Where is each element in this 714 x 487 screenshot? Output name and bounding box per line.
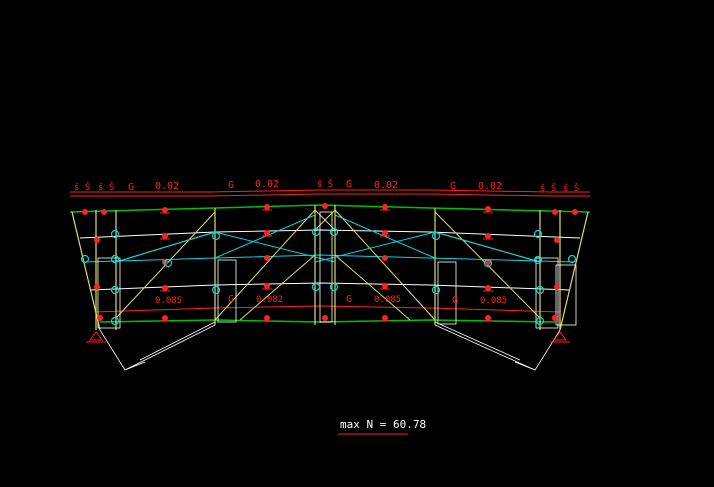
top-label-10: G [450,181,456,192]
lower-label-4: G [346,294,352,305]
top-chord [69,204,591,213]
top-labels: š Š š Š G 0.02 G 0.02 š Š G 0.02 G 0.02 … [74,178,579,194]
top-label-9: 0.02 [374,180,398,191]
lower-label-2: G [228,294,234,305]
support-left [86,331,106,343]
top-label-3: G [128,182,134,193]
lower-label-6: G [452,295,458,306]
hinge-nodes [80,227,577,326]
lower-labels: 0.085 G 0.082 G 0.085 G 0.085 [155,294,507,306]
verticals [71,205,589,331]
lower-label-7: 0.085 [480,296,507,306]
top-label-12: š Š [540,182,556,194]
lower-label-5: 0.085 [374,295,401,305]
bottom-load-line [94,305,561,313]
top-label-1: š Š [74,181,90,193]
load-nodes [82,203,578,321]
top-label-8: G [346,179,352,190]
top-label-11: 0.02 [478,181,502,192]
top-label-4: 0.02 [155,181,179,192]
lower-label-1: 0.085 [155,296,182,306]
max-force-label: max N = 60.78 [340,418,426,431]
top-label-5: G [228,180,234,191]
white-outlines [97,211,577,371]
top-label-2: š Š [98,181,114,193]
top-load-line [70,189,590,197]
top-label-7: š Š [317,178,333,190]
support-right [550,331,570,343]
top-label-13: š Š [563,182,579,194]
top-label-6: 0.02 [255,179,279,190]
load-ticks [160,209,493,322]
lower-label-3: 0.082 [256,295,283,305]
